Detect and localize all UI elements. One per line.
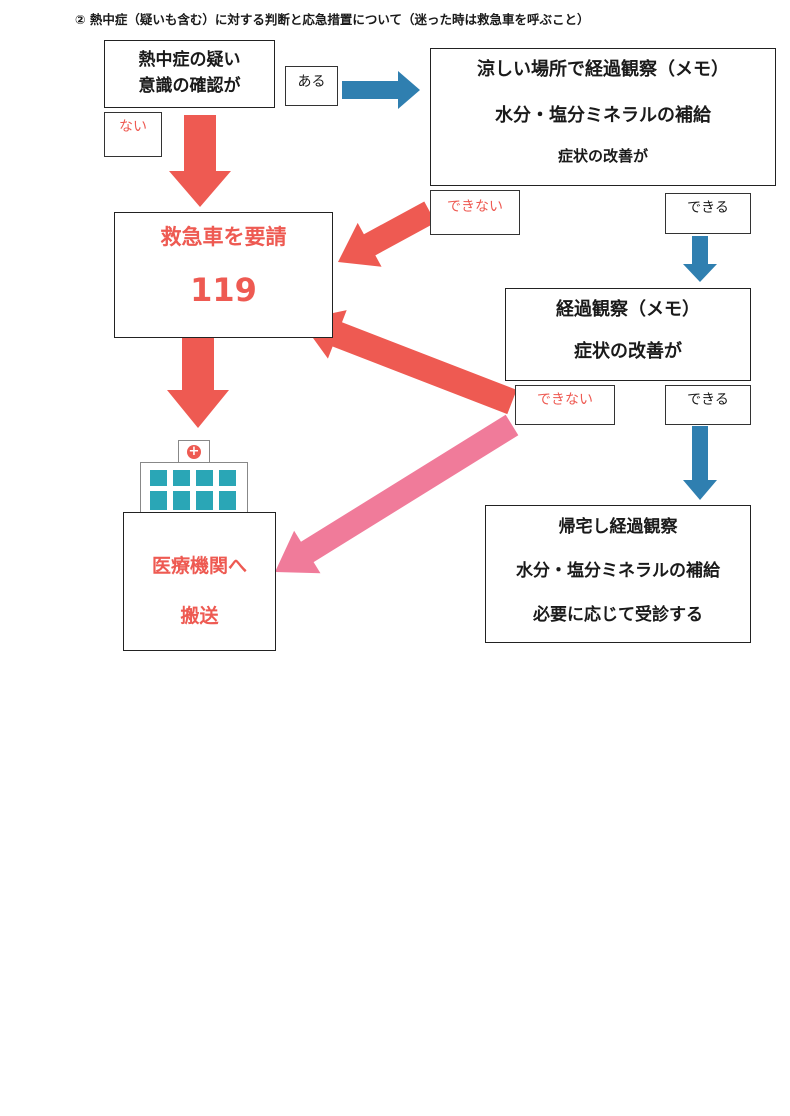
cool-line3: 症状の改善が: [557, 147, 648, 165]
home-line3: 必要に応じて受診する: [533, 605, 703, 625]
ambulance-box: 救急車を要請 119: [114, 212, 333, 338]
arrow-down-dekiru-1: [683, 236, 717, 282]
arrow-dekinai-2-to-ambulance: [300, 310, 517, 415]
arrow-dekinai-2-to-hospital: [275, 414, 519, 574]
start-line1: 熱中症の疑い: [138, 50, 241, 70]
home-box: 帰宅し経過観察 水分・塩分ミネラルの補給 必要に応じて受診する: [485, 505, 751, 643]
cool-line1: 涼しい場所で経過観察（メモ）: [477, 59, 729, 80]
ambulance-line1: 救急車を要請: [160, 225, 287, 249]
label-dekiru-1: できる: [665, 193, 751, 234]
ambulance-number: 119: [190, 271, 257, 309]
arrow-down-ambulance-to-hospital: [167, 326, 229, 428]
hospital-box: 医療機関へ 搬送: [123, 512, 276, 651]
home-line1: 帰宅し経過観察: [558, 517, 678, 537]
arrow-dekinai-1-to-ambulance: [338, 201, 436, 267]
hospital-line2: 搬送: [180, 605, 219, 627]
observe-line1: 経過観察（メモ）: [556, 299, 700, 320]
label-nai: ない: [104, 112, 162, 157]
arrow-right-aru: [342, 71, 420, 109]
home-line2: 水分・塩分ミネラルの補給: [516, 561, 720, 581]
label-dekinai-2: できない: [515, 385, 615, 425]
observe-line2: 症状の改善が: [574, 341, 682, 362]
arrow-down-dekiru-2: [683, 426, 717, 500]
cool-place-box: 涼しい場所で経過観察（メモ） 水分・塩分ミネラルの補給 症状の改善が: [430, 48, 776, 186]
arrow-down-nai: [169, 115, 231, 207]
label-aru: ある: [285, 66, 338, 106]
hospital-line1: 医療機関へ: [151, 555, 247, 577]
label-dekiru-2: できる: [665, 385, 751, 425]
observe-box: 経過観察（メモ） 症状の改善が: [505, 288, 751, 381]
label-dekinai-1: できない: [430, 190, 520, 235]
start-box: 熱中症の疑い 意識の確認が: [104, 40, 275, 108]
hospital-icon: +: [138, 440, 248, 520]
page-title: ② 熱中症（疑いも含む）に対する判断と応急措置について（迷った時は救急車を呼ぶこ…: [75, 12, 590, 27]
start-line2: 意識の確認が: [138, 76, 241, 96]
cool-line2: 水分・塩分ミネラルの補給: [495, 105, 711, 126]
